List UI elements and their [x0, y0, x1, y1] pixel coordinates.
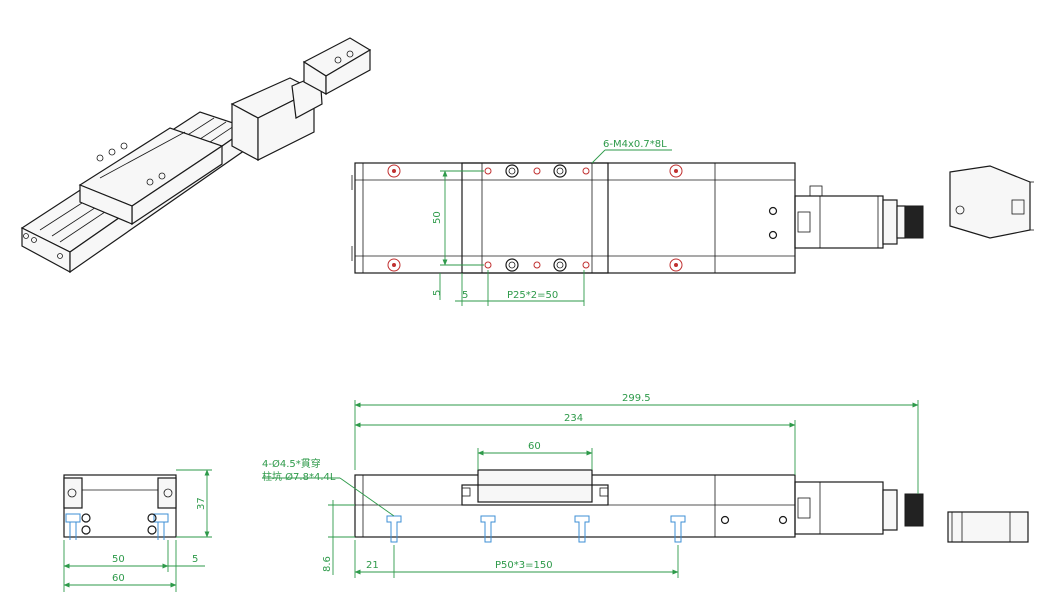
hole-callout-line2: 柱坑 Ø7.8*4.4L: [262, 470, 336, 483]
end-width-dim: 60: [112, 573, 125, 584]
rail-spacing-dim: 50: [432, 211, 443, 224]
height-offset-dim: 8.6: [322, 556, 333, 572]
offset-21-dim: 21: [366, 560, 379, 571]
edge-horizontal-dim: 5: [462, 290, 468, 301]
hole-callout-line1: 4-Ø4.5*貫穿: [262, 457, 321, 470]
end-view: [63, 474, 177, 540]
end-hole-spacing-dim: 50: [112, 554, 125, 565]
pitch-dim-front: P50*3=150: [495, 560, 553, 571]
top-view: [351, 162, 1034, 274]
end-view-dimensions: 37 50 5 60: [63, 469, 212, 592]
top-view-dimensions: 6-M4x0.7*8L 50 5 5 P25*2=50: [432, 139, 672, 306]
edge-vertical-dim: 5: [432, 290, 443, 296]
carriage-length-dim: 60: [528, 441, 541, 452]
front-view-dimensions: 299.5 234 60 4-Ø4.5*貫穿 柱坑 Ø7.8*4.4L 8.6 …: [262, 393, 919, 578]
end-height-dim: 37: [196, 497, 207, 510]
thread-callout: 6-M4x0.7*8L: [603, 139, 667, 150]
end-edge-dim: 5: [192, 554, 198, 565]
front-view: [354, 469, 1029, 543]
counterbore-holes: [386, 515, 686, 543]
pitch-dim-top: P25*2=50: [507, 290, 558, 301]
isometric-view: [20, 37, 372, 274]
body-length-dim: 234: [564, 413, 583, 424]
overall-length-dim: 299.5: [622, 393, 651, 404]
